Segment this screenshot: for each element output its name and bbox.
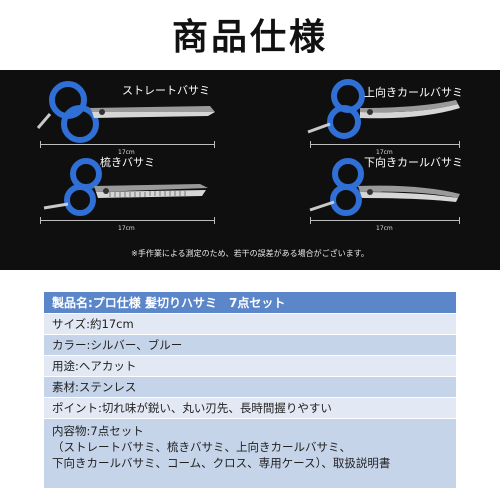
spec-contents-line-2: （ストレートバサミ、梳きバサミ、上向きカールバサミ、: [52, 440, 351, 454]
length-measure-line: [310, 217, 460, 224]
product-thinning-scissors: 梳きバサミ 17cm: [30, 156, 280, 246]
spec-header: 製品名:プロ仕様 髪切りハサミ 7点セット: [44, 292, 456, 314]
product-name-straight: ストレートバサミ: [122, 84, 210, 97]
spec-point: ポイント:切れ味が鋭い、丸い刃先、長時間握りやすい: [44, 398, 456, 419]
product-name-curve-up: 上向きカールバサミ: [364, 86, 463, 99]
curve-up-scissors-image: [307, 79, 460, 139]
product-curve-down-scissors: 下向きカールバサミ 17cm: [300, 156, 500, 246]
thinning-scissors-image: [43, 158, 208, 216]
spec-table: 製品名:プロ仕様 髪切りハサミ 7点セット サイズ:約17cm カラー:シルバー…: [44, 292, 456, 489]
length-measure-line: [40, 141, 215, 148]
spec-contents-line-1: 内容物:7点セット: [52, 424, 144, 438]
product-curve-up-scissors: 上向きカールバサミ 17cm: [300, 78, 500, 166]
length-label: 17cm: [376, 149, 393, 156]
page-title: 商品仕様: [171, 17, 328, 58]
spec-contents: 内容物:7点セット （ストレートバサミ、梳きバサミ、上向きカールバサミ、 下向き…: [44, 419, 456, 489]
spec-material: 素材:ステンレス: [44, 377, 456, 398]
length-measure-line: [40, 217, 215, 224]
product-name-thinning: 梳きバサミ: [100, 156, 155, 169]
product-photo-panel: ストレートバサミ 17cm 上向きカールバサミ 17cm: [0, 70, 500, 270]
length-label: 17cm: [118, 149, 135, 156]
spec-contents-line-3: 下向きカールバサミ、コーム、クロス、専用ケース）、取扱説明書: [52, 456, 391, 470]
curve-down-scissors-image: [309, 158, 460, 216]
length-label: 17cm: [376, 225, 393, 232]
spec-use: 用途:ヘアカット: [44, 356, 456, 377]
straight-scissors-image: [36, 81, 215, 143]
measurement-note: ※手作業による測定のため、若干の誤差がある場合がございます。: [131, 249, 369, 258]
product-name-curve-down: 下向きカールバサミ: [364, 156, 463, 169]
spec-size: サイズ:約17cm: [44, 314, 456, 335]
length-label: 17cm: [118, 225, 135, 232]
length-measure-line: [310, 141, 460, 148]
spec-color: カラー:シルバー、ブルー: [44, 335, 456, 356]
product-straight-scissors: ストレートバサミ 17cm: [30, 78, 280, 166]
